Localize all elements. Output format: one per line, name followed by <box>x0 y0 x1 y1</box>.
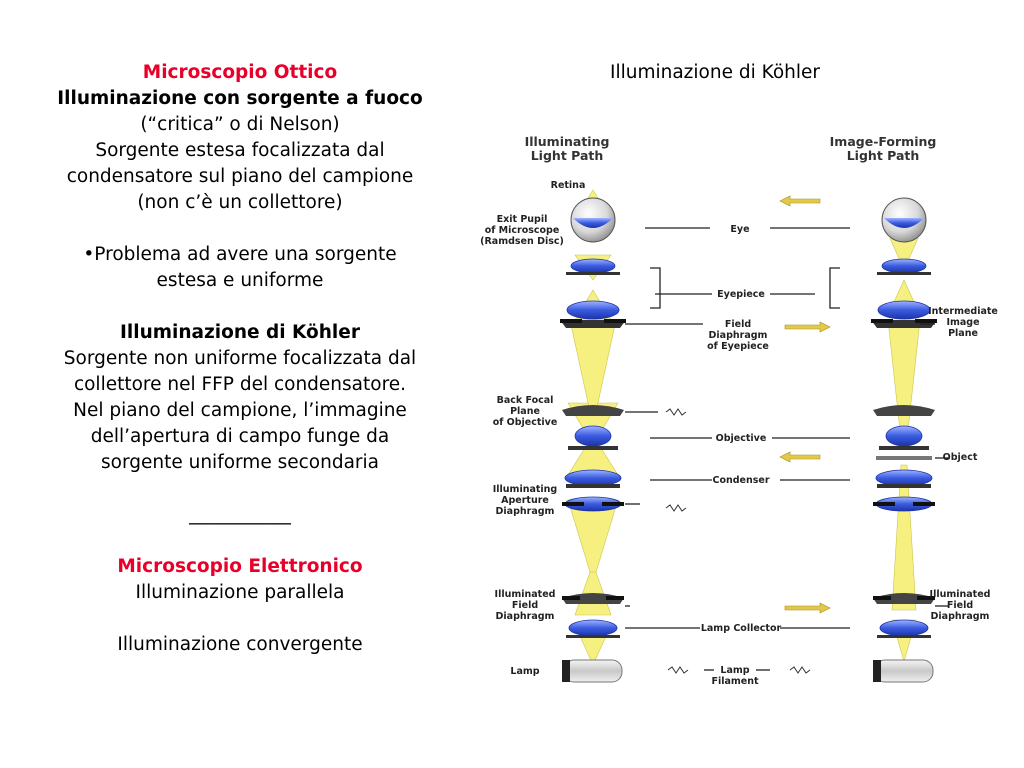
label-illum-field-left: Illuminated <box>495 589 556 600</box>
label-objective: Objective <box>716 433 767 444</box>
label-field-diaphragm-eyepiece: Field <box>725 319 751 330</box>
label-back-focal: Plane <box>510 406 540 417</box>
label-back-focal: of Objective <box>493 417 558 428</box>
header-right-2: Light Path <box>847 148 920 163</box>
label-lamp-collector: Lamp Collector <box>701 623 782 634</box>
connector-lines <box>625 227 950 671</box>
me-title: Microscopio Elettronico <box>117 556 363 577</box>
problem-line: •Problema ad avere una sorgente <box>83 244 397 265</box>
left-optics <box>560 197 626 683</box>
label-exit-pupil: of Microscope <box>485 225 560 236</box>
label-illum-aperture: Illuminating <box>493 484 558 495</box>
label-illum-field-right: Field <box>947 600 973 611</box>
label-intermediate: Image <box>946 317 979 328</box>
label-field-diaphragm-eyepiece: of Eyepiece <box>707 341 769 352</box>
kohler-diagram: Illuminating Light Path Image-Forming Li… <box>480 120 1000 700</box>
kohler-line: sorgente uniforme secondaria <box>101 452 379 473</box>
label-lamp-filament: Lamp <box>720 665 749 676</box>
label-illum-field-right: Diaphragm <box>931 611 990 622</box>
critical-line: (“critica” o di Nelson) <box>140 114 340 135</box>
critical-line: (non c’è un collettore) <box>137 192 343 213</box>
critical-heading: Illuminazione con sorgente a fuoco <box>57 88 423 109</box>
kohler-heading: Illuminazione di Köhler <box>120 322 360 343</box>
kohler-line: Sorgente non uniforme focalizzata dal <box>63 348 417 369</box>
arrows <box>779 195 831 614</box>
mo-title: Microscopio Ottico <box>142 62 338 83</box>
label-illum-field-left: Diaphragm <box>496 611 555 622</box>
header-left-1: Illuminating <box>525 134 610 149</box>
kohler-line: dell’apertura di campo funge da <box>90 426 390 447</box>
label-eyepiece: Eyepiece <box>717 289 765 300</box>
label-field-diaphragm-eyepiece: Diaphragm <box>709 330 768 341</box>
label-lamp-filament: Filament <box>711 676 759 687</box>
label-intermediate: Plane <box>948 328 978 339</box>
label-exit-pupil: Exit Pupil <box>497 214 548 225</box>
label-lamp: Lamp <box>510 666 539 677</box>
diagram-title: Illuminazione di Köhler <box>610 62 820 83</box>
label-retina: Retina <box>551 180 586 191</box>
kohler-line: collettore nel FFP del condensatore. <box>73 374 407 395</box>
label-condenser: Condenser <box>712 475 769 486</box>
right-optics <box>871 197 937 683</box>
problem-line: estesa e uniforme <box>156 270 324 291</box>
label-intermediate: Intermediate <box>928 306 998 317</box>
label-eye: Eye <box>730 224 749 235</box>
label-object: Object <box>943 452 978 463</box>
header-right-1: Image-Forming <box>830 134 937 149</box>
label-back-focal: Back Focal <box>497 395 554 406</box>
label-illum-field-left: Field <box>512 600 538 611</box>
separator: ___________ <box>189 504 291 525</box>
label-illum-field-right: Illuminated <box>930 589 991 600</box>
label-illum-aperture: Diaphragm <box>496 506 555 517</box>
kohler-line: Nel piano del campione, l’immagine <box>73 400 407 421</box>
me-line: Illuminazione convergente <box>117 634 363 655</box>
squiggles <box>665 408 811 674</box>
left-text-panel: Microscopio Ottico Illuminazione con sor… <box>30 60 450 658</box>
critical-line: condensatore sul piano del campione <box>66 166 414 187</box>
me-line: Illuminazione parallela <box>135 582 345 603</box>
label-illum-aperture: Aperture <box>501 495 549 506</box>
header-left-2: Light Path <box>531 148 604 163</box>
label-exit-pupil: (Ramdsen Disc) <box>480 236 564 247</box>
critical-line: Sorgente estesa focalizzata dal <box>95 140 385 161</box>
